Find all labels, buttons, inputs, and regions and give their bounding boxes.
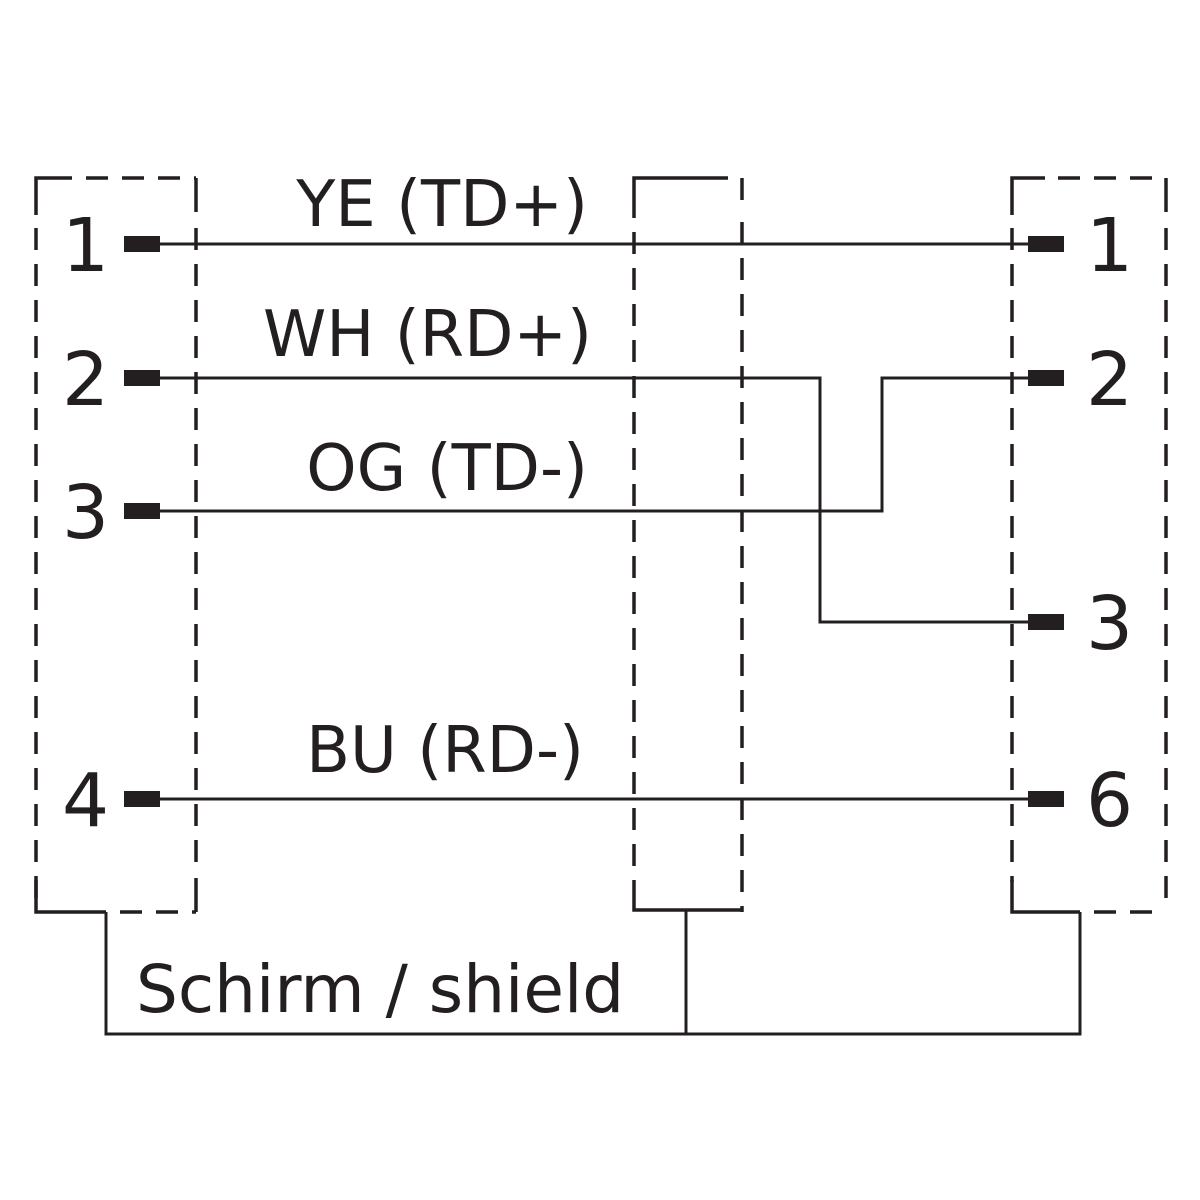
middle-connector [632, 176, 744, 912]
wire-og [160, 376, 1028, 513]
right-pin-2-terminal [1028, 370, 1064, 386]
wire-ye-label: YE (TD+) [295, 168, 588, 242]
left-pin-4-terminal [124, 791, 160, 807]
wire-bu-label: BU (RD-) [306, 714, 584, 788]
left-pin-4-label: 4 [62, 758, 109, 844]
left-connector [34, 176, 198, 914]
right-pin-1-label: 1 [1086, 203, 1133, 289]
wire-wh-label: WH (RD+) [263, 298, 592, 372]
right-pin-2-label: 2 [1086, 337, 1133, 423]
wire-wh [160, 376, 1028, 624]
right-connector [1010, 176, 1168, 914]
shield-label: Schirm / shield [136, 951, 624, 1028]
left-pin-2-label: 2 [62, 337, 109, 423]
right-pin-6-label: 6 [1086, 758, 1133, 844]
left-pin-3-terminal [124, 503, 160, 519]
right-pin-3-label: 3 [1086, 581, 1133, 667]
left-pin-1-terminal [124, 236, 160, 252]
wire-og-label: OG (TD-) [306, 432, 588, 506]
left-pin-2-terminal [124, 370, 160, 386]
right-pin-3-terminal [1028, 614, 1064, 630]
right-pin-1-terminal [1028, 236, 1064, 252]
left-pin-1-label: 1 [62, 203, 109, 289]
shield-line [104, 910, 1082, 1036]
left-pin-3-label: 3 [62, 470, 109, 556]
right-pin-6-terminal [1028, 791, 1064, 807]
